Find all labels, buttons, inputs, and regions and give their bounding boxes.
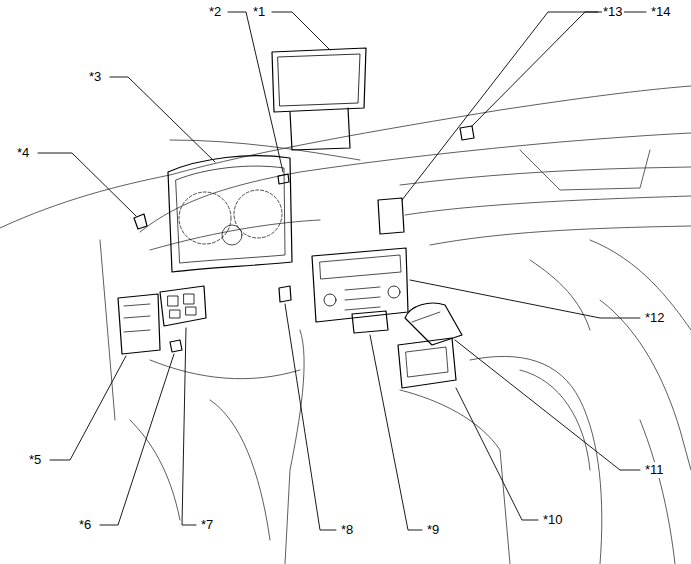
callout-number: *7	[200, 517, 214, 533]
dashboard-edge	[150, 220, 320, 250]
a-pillar-trim	[100, 240, 115, 420]
callout-number: *12	[644, 310, 666, 326]
callout-number: *3	[88, 69, 102, 85]
dash-crease	[170, 140, 360, 160]
leader-line	[50, 356, 126, 460]
leader-line	[100, 354, 174, 525]
callout-number: *1	[252, 4, 266, 20]
callout-number: *5	[28, 452, 42, 468]
leader-line	[455, 340, 640, 470]
leader-line	[110, 77, 215, 162]
sensor	[278, 174, 289, 184]
callout-number: *14	[650, 4, 672, 20]
callout-number: *2	[208, 4, 222, 20]
door-trim	[590, 240, 691, 330]
door-trim	[600, 300, 691, 470]
dashboard-edge	[405, 196, 691, 215]
armrest-outline	[470, 356, 602, 564]
dashboard-lower	[430, 226, 691, 245]
control-unit	[352, 311, 388, 333]
leader-line	[272, 12, 330, 50]
leader-line	[370, 335, 422, 530]
panel-box	[378, 198, 404, 234]
switch-unit	[118, 294, 160, 354]
callout-number: *13	[602, 4, 624, 20]
leader-line	[182, 328, 196, 525]
center-display	[272, 48, 366, 150]
small-unit	[279, 286, 291, 302]
small-switch	[170, 340, 182, 352]
callout-number: *9	[426, 522, 440, 538]
meter-cluster	[168, 156, 292, 272]
console-side	[400, 390, 510, 564]
leader-line	[38, 153, 136, 216]
leader-line	[228, 12, 283, 172]
floor-line	[210, 400, 270, 540]
seat-outline	[530, 260, 590, 330]
shift-lever	[405, 303, 462, 345]
leader-line	[402, 12, 646, 200]
shift-base	[398, 338, 456, 388]
leader-line	[285, 304, 336, 530]
seat-outline	[640, 420, 675, 564]
callout-number: *10	[542, 512, 564, 528]
windshield-line	[0, 86, 691, 228]
leader-line	[410, 280, 640, 318]
callout-number: *6	[78, 517, 92, 533]
sensor	[460, 126, 474, 140]
glove-panel	[520, 150, 650, 190]
armrest-outline	[520, 370, 590, 470]
control-panel	[312, 248, 408, 322]
floor-line	[130, 420, 180, 520]
leader-line	[456, 388, 538, 520]
steering-switch	[160, 286, 206, 326]
callout-number: *4	[16, 145, 30, 161]
steering-column-cover	[150, 360, 300, 379]
callout-number: *8	[340, 522, 354, 538]
leader-lines	[38, 12, 646, 530]
callout-number: *11	[644, 462, 665, 478]
